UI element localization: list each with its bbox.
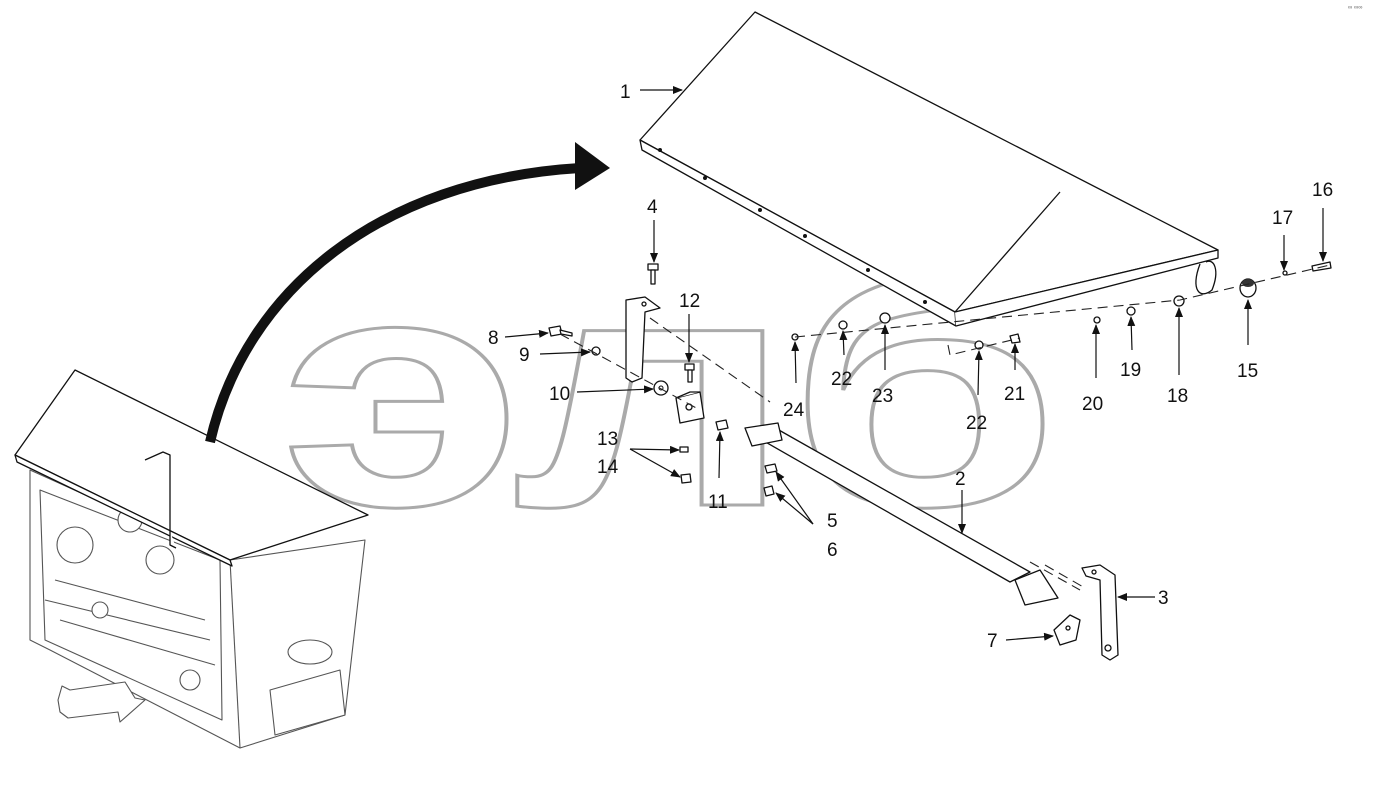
callout-13: 13: [597, 429, 618, 450]
hardware-items: [548, 261, 1332, 497]
curved-transfer-arrow-icon: [205, 142, 610, 444]
callout-7: 7: [987, 631, 998, 652]
callout-23: 23: [872, 386, 893, 407]
callout-1: 1: [620, 82, 631, 103]
callout-22a: 22: [831, 369, 852, 390]
assembly-lines: [559, 264, 1331, 591]
bracket-part-left: [625, 296, 661, 383]
callout-3: 3: [1158, 588, 1169, 609]
callout-19: 19: [1120, 360, 1141, 381]
callout-21: 21: [1004, 384, 1025, 405]
callout-8: 8: [488, 328, 499, 349]
callout-11: 11: [708, 492, 728, 513]
callout-2: 2: [955, 469, 966, 490]
callout-5: 5: [827, 511, 838, 532]
direction-arrow-icon: [57, 681, 146, 723]
callout-22b: 22: [966, 413, 987, 434]
callout-14: 14: [597, 457, 619, 478]
callout-24: 24: [783, 400, 805, 421]
bracket-part-7: [1053, 614, 1081, 646]
callout-9: 9: [519, 345, 530, 366]
callout-10: 10: [549, 384, 570, 405]
bracket-part-3: [1081, 564, 1119, 661]
callout-20: 20: [1082, 394, 1103, 415]
callout-leaders: [504, 86, 1327, 641]
corner-mark: ∞ ∞∞: [1348, 5, 1363, 11]
bar-part-2: [744, 422, 1059, 606]
callout-18: 18: [1167, 386, 1188, 407]
callout-6: 6: [827, 540, 838, 561]
machine-overview: [14, 369, 369, 749]
callout-4: 4: [647, 197, 658, 218]
callout-15: 15: [1237, 361, 1258, 382]
callout-17: 17: [1272, 208, 1293, 229]
callout-labels: 1 2 3 4 5 6 7 8 9 10 11 12 13 14 15 16 1…: [488, 82, 1333, 652]
callout-16: 16: [1312, 180, 1333, 201]
angle-plate-part: [675, 391, 705, 424]
cover-part-1: [639, 11, 1219, 327]
callout-12: 12: [679, 291, 700, 312]
